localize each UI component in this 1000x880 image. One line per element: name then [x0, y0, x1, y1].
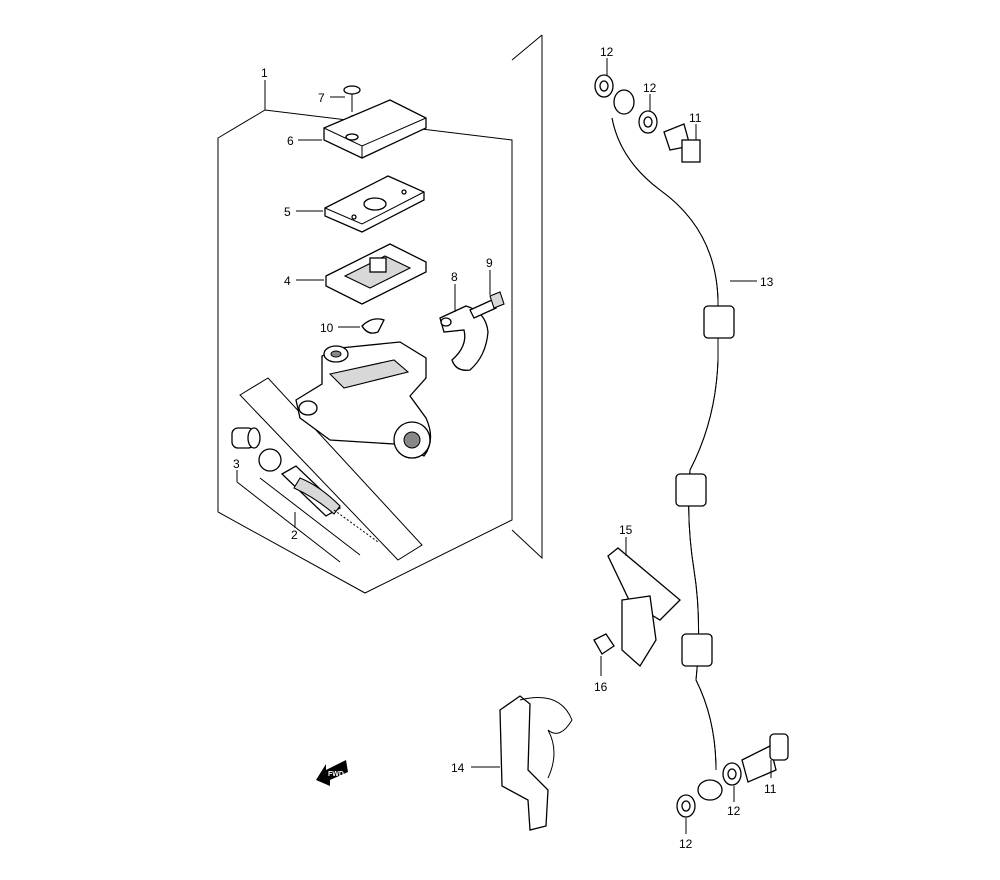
callout-3: 3 [233, 457, 240, 471]
callout-15: 15 [619, 523, 633, 537]
washers-and-bolts [594, 58, 789, 834]
callout-7: 7 [318, 91, 325, 105]
part-5-diaphragm-plate [296, 175, 425, 233]
part-14-bracket [471, 695, 573, 831]
part-3-boot [231, 427, 361, 563]
callout-8: 8 [451, 270, 458, 284]
callout-12-a: 12 [600, 45, 614, 59]
master-cylinder-body [295, 341, 432, 459]
part-8-holder [439, 284, 489, 371]
callout-16: 16 [594, 680, 608, 694]
part-10-clip [338, 318, 385, 334]
callout-13: 13 [760, 275, 774, 289]
fwd-label: FWD [328, 771, 344, 778]
callout-12-b: 12 [643, 81, 657, 95]
callout-labels: 1 2 3 4 5 6 7 8 9 10 11 11 12 12 12 12 1… [233, 45, 777, 851]
callout-12-c: 12 [727, 804, 741, 818]
callout-11-top: 11 [689, 111, 702, 125]
callout-14: 14 [451, 761, 465, 775]
callout-1: 1 [261, 66, 268, 80]
callout-5: 5 [284, 205, 291, 219]
part-15-hose-guide [607, 537, 681, 668]
part-9-bolt [469, 270, 505, 319]
callout-4: 4 [284, 274, 291, 288]
part-2-piston [280, 465, 379, 543]
master-cylinder-assembly-frame [217, 34, 543, 594]
callout-11-bottom: 11 [764, 782, 777, 796]
part-4-diaphragm [296, 243, 427, 305]
part-16-bolt [593, 633, 615, 676]
fwd-arrow-icon: FWD [316, 760, 348, 786]
callout-9: 9 [486, 256, 493, 270]
part-6-reservoir-cap [298, 99, 427, 159]
callout-10: 10 [320, 321, 334, 335]
callout-2: 2 [291, 528, 298, 542]
part-13-brake-hose [611, 89, 757, 801]
callout-12-d: 12 [679, 837, 693, 851]
callout-6: 6 [287, 134, 294, 148]
